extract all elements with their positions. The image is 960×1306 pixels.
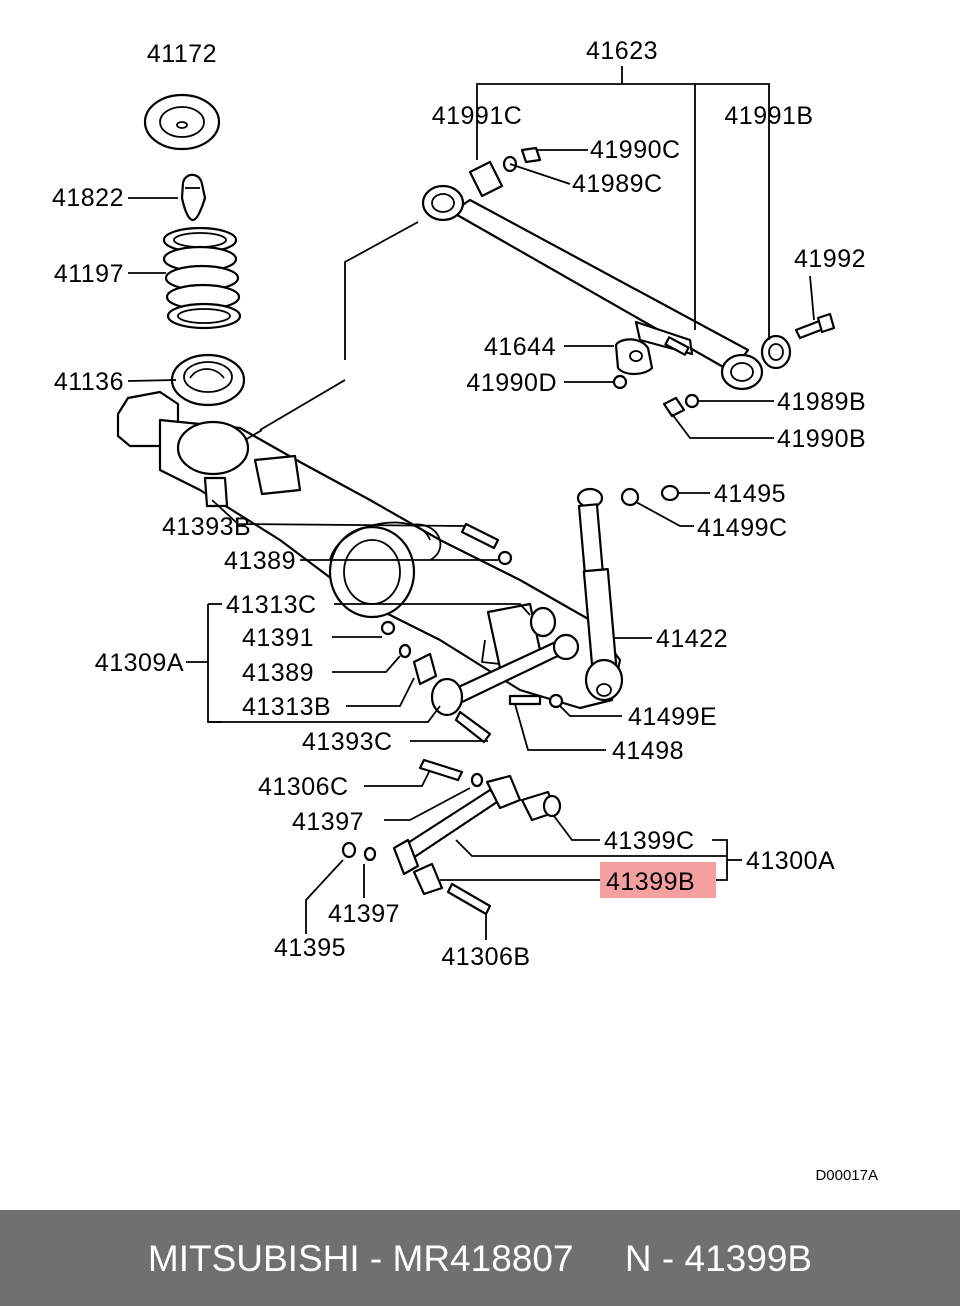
label-41309a: 41309A — [95, 649, 184, 677]
axle-housing-drawing — [116, 390, 622, 710]
highlight-box — [600, 862, 716, 898]
upper-link-drawing — [380, 522, 580, 744]
label-41306c: 41306C — [258, 773, 349, 801]
label-41393b: 41393B — [162, 513, 251, 541]
label-41822: 41822 — [52, 184, 124, 212]
label-41393c: 41393C — [302, 728, 393, 756]
label-41990d: 41990D — [466, 369, 557, 397]
label-41399b: 41399B — [606, 868, 695, 896]
coil-spring-drawing — [162, 226, 242, 330]
label-41172: 41172 — [147, 40, 217, 68]
part-labels: 41172 41623 41991C 41991B 41990C 41989C … — [52, 37, 866, 971]
label-41313c: 41313C — [226, 591, 317, 619]
label-41399c: 41399C — [604, 827, 695, 855]
label-41197: 41197 — [54, 260, 124, 288]
footer-text: MITSUBISHI - MR418807 N - 41399B — [147, 1238, 813, 1279]
leader-lines — [127, 66, 815, 940]
label-41389-upper: 41389 — [224, 547, 296, 575]
drawing-code: D00017A — [815, 1167, 878, 1184]
spring-seat-drawing — [143, 93, 221, 151]
label-41313b: 41313B — [242, 693, 331, 721]
hardware-lateral-drawing — [502, 146, 836, 418]
lower-spring-seat-drawing — [170, 353, 246, 407]
label-41991b: 41991B — [724, 102, 813, 130]
label-41992: 41992 — [794, 245, 866, 273]
label-41498: 41498 — [612, 737, 684, 765]
footer-bar: MITSUBISHI - MR418807 N - 41399B — [0, 1210, 960, 1306]
shock-absorber-drawing — [576, 484, 680, 702]
label-41499e: 41499E — [628, 703, 717, 731]
label-41395: 41395 — [274, 934, 346, 962]
label-41644: 41644 — [484, 333, 556, 361]
label-41306b: 41306B — [441, 943, 530, 971]
label-41391: 41391 — [242, 624, 314, 652]
label-41495: 41495 — [714, 480, 786, 508]
label-41623: 41623 — [586, 37, 658, 65]
label-41397-lower: 41397 — [328, 900, 400, 928]
parts-diagram: 41172 41623 41991C 41991B 41990C 41989C … — [52, 37, 878, 1184]
label-41136: 41136 — [54, 368, 124, 396]
lower-link-drawing — [341, 758, 562, 916]
lateral-rod-drawing — [259, 160, 792, 431]
label-41300a: 41300A — [746, 847, 835, 875]
label-41991c: 41991C — [432, 102, 523, 130]
label-41989b: 41989B — [777, 388, 866, 416]
label-41422: 41422 — [656, 625, 728, 653]
label-41990c: 41990C — [590, 136, 681, 164]
label-41989c: 41989C — [572, 170, 663, 198]
bump-stopper-drawing — [180, 173, 207, 222]
label-41499c: 41499C — [697, 514, 788, 542]
label-41389-lower: 41389 — [242, 659, 314, 687]
bracket-drawing — [614, 320, 694, 376]
label-41397-upper: 41397 — [292, 808, 364, 836]
label-41990b: 41990B — [777, 425, 866, 453]
